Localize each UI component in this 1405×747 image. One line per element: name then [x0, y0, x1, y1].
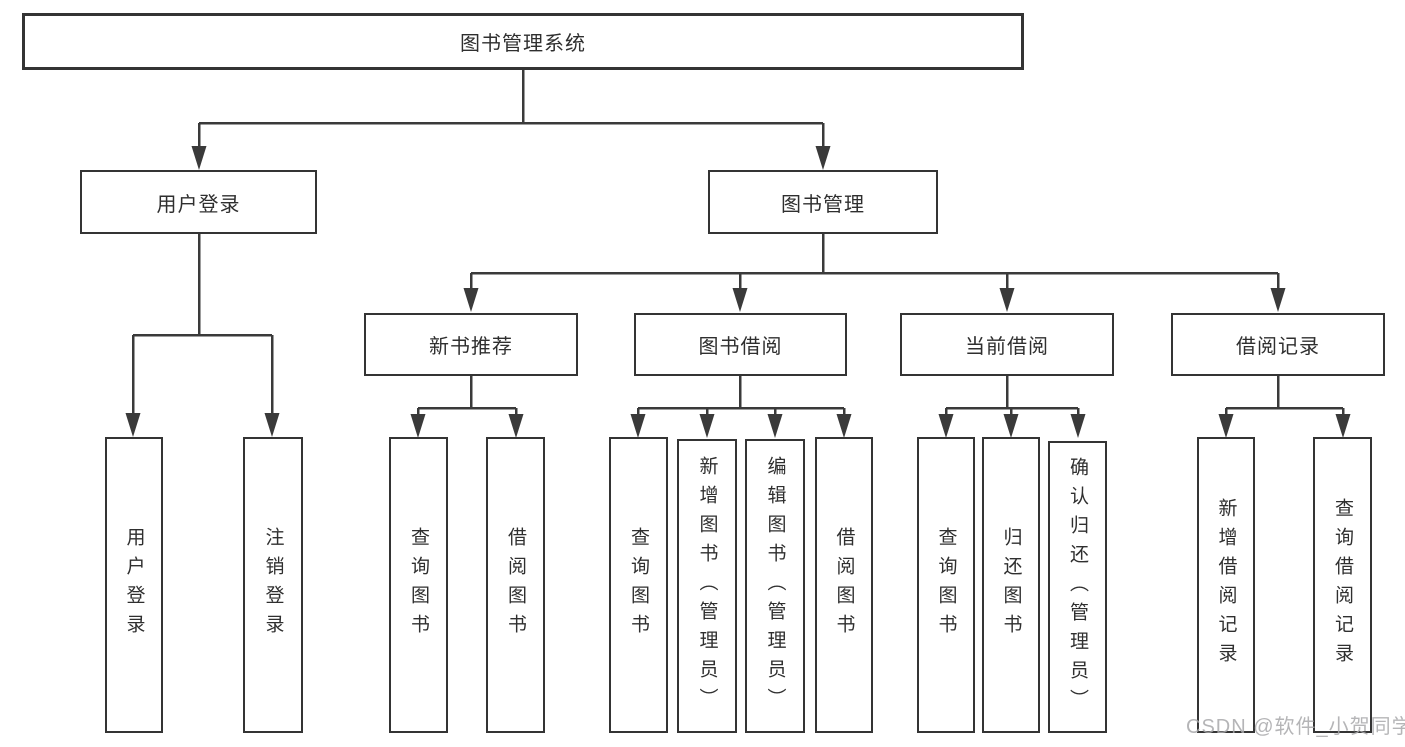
node-label: 确认归还（管理员）	[1067, 456, 1088, 718]
leaf-borrow-edit-books-admin: 编辑图书（管理员）	[745, 439, 805, 733]
node-label: 查询图书	[628, 527, 649, 643]
node-label: 图书借阅	[698, 336, 783, 358]
leaf-recommend-borrow-books: 借阅图书	[486, 437, 545, 733]
leaf-current-query-books: 查询图书	[917, 437, 975, 733]
node-new-book-recommend: 新书推荐	[364, 313, 578, 376]
node-label: 借阅图书	[505, 527, 526, 643]
node-label: 用户登录	[123, 527, 145, 643]
node-book-management: 图书管理	[708, 170, 938, 234]
node-label: 图书管理系统	[460, 33, 586, 55]
node-label: 新增借阅记录	[1215, 498, 1237, 672]
node-label: 新书推荐	[429, 336, 513, 358]
connector-bookmgmt-branch	[469, 234, 1280, 291]
leaf-logout: 注销登录	[243, 437, 303, 733]
node-label: 查询图书	[935, 527, 957, 643]
node-label: 图书管理	[781, 193, 865, 216]
connector-userlogin-branch	[131, 234, 274, 416]
leaf-borrow-add-books-admin: 新增图书（管理员）	[677, 439, 737, 733]
node-label: 查询借阅记录	[1332, 498, 1353, 672]
node-book-borrow: 图书借阅	[634, 313, 847, 376]
leaf-borrow-query-books: 查询图书	[609, 437, 668, 733]
connector-records-branch	[1224, 376, 1345, 418]
node-root-system: 图书管理系统	[22, 13, 1024, 70]
leaf-records-query-borrow-record: 查询借阅记录	[1313, 437, 1372, 733]
leaf-user-login-action: 用户登录	[105, 437, 163, 733]
leaf-recommend-query-books: 查询图书	[389, 437, 448, 733]
node-label: 借阅图书	[833, 527, 855, 643]
leaf-borrow-borrow-books: 借阅图书	[815, 437, 873, 733]
node-borrow-records: 借阅记录	[1171, 313, 1385, 376]
connector-current-branch	[944, 376, 1080, 418]
node-label: 注销登录	[262, 527, 284, 643]
node-label: 编辑图书（管理员）	[764, 455, 786, 717]
node-label: 用户登录	[156, 193, 241, 216]
node-current-borrow: 当前借阅	[900, 313, 1114, 376]
node-label: 当前借阅	[965, 336, 1049, 358]
node-label: 借阅记录	[1236, 336, 1320, 358]
leaf-current-return-books: 归还图书	[982, 437, 1040, 733]
leaf-current-confirm-return-admin: 确认归还（管理员）	[1048, 441, 1107, 733]
connector-root-branch	[197, 70, 825, 150]
leaf-records-add-borrow-record: 新增借阅记录	[1197, 437, 1255, 733]
csdn-watermark: CSDN @软件_小贺同学	[1186, 716, 1405, 738]
node-user-login: 用户登录	[80, 170, 317, 234]
node-label: 新增图书（管理员）	[696, 455, 718, 717]
connector-borrow-branch	[636, 376, 846, 418]
node-label: 查询图书	[408, 527, 429, 643]
connector-recommend-branch	[416, 376, 518, 418]
node-label: 归还图书	[1000, 527, 1022, 643]
